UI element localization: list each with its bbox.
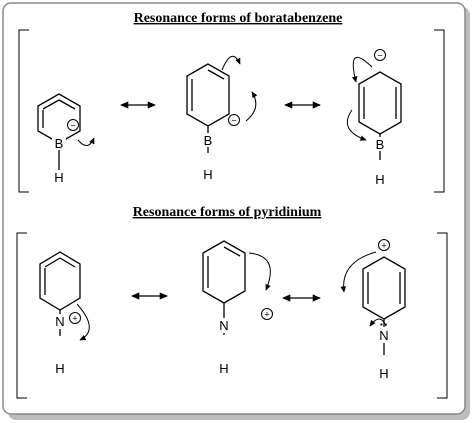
nitrogen-label-bg bbox=[217, 318, 231, 333]
curved-arrow-icon bbox=[248, 252, 271, 291]
nitrogen-label-bg bbox=[53, 314, 67, 329]
curved-arrow-icon bbox=[245, 91, 258, 122]
negative-charge-badge bbox=[67, 119, 79, 131]
boron-label: B bbox=[204, 133, 213, 148]
bottom-panel-brackets bbox=[16, 232, 448, 399]
curved-arrow-icon bbox=[369, 318, 387, 327]
hydrogen-label-bg bbox=[378, 366, 390, 380]
top-panel-brackets bbox=[18, 29, 445, 193]
negative-charge-badge bbox=[374, 49, 386, 61]
hydrogen-label-bg bbox=[54, 361, 66, 375]
positive-charge-badge bbox=[378, 239, 390, 251]
hydrogen-label: H bbox=[219, 361, 228, 376]
boron-label: B bbox=[376, 137, 385, 152]
positive-charge-sign: + bbox=[72, 314, 77, 324]
hydrogen-label: H bbox=[55, 361, 64, 376]
hydrogen-label: H bbox=[203, 167, 212, 182]
hydrogen-label-bg bbox=[374, 172, 386, 186]
curved-arrow-icon bbox=[346, 109, 367, 141]
hydrogen-label-bg bbox=[218, 361, 230, 375]
nitrogen-label-bg bbox=[377, 327, 391, 343]
boron-label-bg bbox=[373, 137, 387, 151]
hydrogen-label: H bbox=[379, 366, 388, 381]
figure-border bbox=[2, 2, 466, 415]
positive-charge-sign: + bbox=[264, 310, 269, 320]
curved-arrow-icon bbox=[351, 56, 373, 83]
positive-charge-sign: + bbox=[381, 241, 386, 251]
positive-charge-badge bbox=[69, 312, 81, 324]
negative-charge-badge bbox=[228, 114, 240, 126]
negative-charge-sign: − bbox=[377, 51, 382, 61]
curved-arrow-icon bbox=[76, 303, 90, 341]
nitrogen-label: N bbox=[55, 314, 64, 329]
boron-label-bg bbox=[201, 133, 215, 147]
negative-charge-sign: − bbox=[231, 116, 236, 126]
curved-arrow-icon bbox=[340, 251, 377, 293]
top-panel-title: Resonance forms of boratabenzene bbox=[134, 11, 343, 26]
curved-arrow-icon bbox=[77, 137, 95, 146]
negative-charge-sign: − bbox=[70, 121, 75, 131]
hydrogen-label-bg bbox=[53, 170, 65, 184]
boron-label-bg bbox=[52, 136, 66, 150]
bottom-panel-title: Resonance forms of pyridinium bbox=[133, 205, 322, 220]
boron-label: B bbox=[55, 136, 64, 151]
nitrogen-label: N bbox=[379, 328, 388, 343]
hydrogen-label-bg bbox=[202, 167, 214, 181]
hydrogen-label: H bbox=[54, 170, 63, 185]
lone-pair-dots: ·· bbox=[380, 317, 389, 332]
curved-arrow-icon bbox=[221, 55, 241, 71]
nitrogen-label: N bbox=[219, 318, 228, 333]
hydrogen-label: H bbox=[375, 172, 384, 187]
positive-charge-badge bbox=[261, 308, 273, 320]
